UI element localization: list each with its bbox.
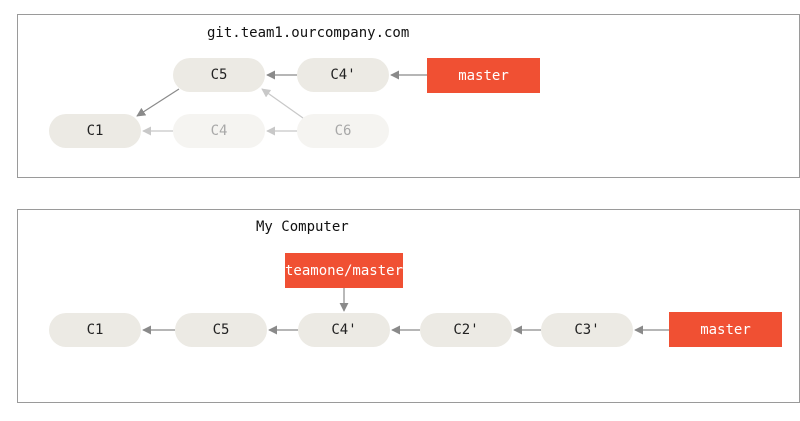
local-repo-panel [17,209,800,403]
local-commit-c2-prime: C2' [420,313,512,347]
remote-commit-c4: C4 [173,114,265,148]
local-branch-teamone-master: teamone/master [285,253,403,288]
local-branch-master: master [669,312,782,347]
local-commit-c1: C1 [49,313,141,347]
local-repo-title: My Computer [256,219,349,235]
remote-commit-c4-prime: C4' [297,58,389,92]
local-commit-c3-prime: C3' [541,313,633,347]
remote-branch-master: master [427,58,540,93]
local-commit-c4-prime: C4' [298,313,390,347]
local-commit-c5: C5 [175,313,267,347]
remote-commit-c6: C6 [297,114,389,148]
remote-repo-title: git.team1.ourcompany.com [207,25,410,41]
remote-commit-c1: C1 [49,114,141,148]
remote-commit-c5: C5 [173,58,265,92]
